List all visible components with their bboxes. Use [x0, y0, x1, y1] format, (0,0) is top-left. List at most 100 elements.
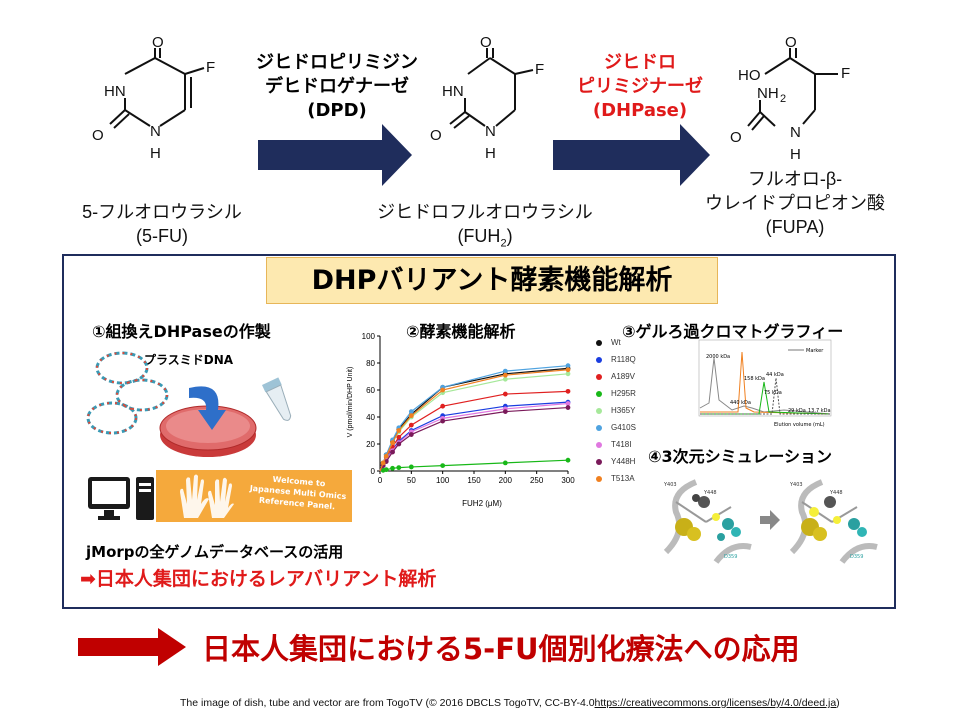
residue-label: Y448	[703, 490, 717, 496]
y-tick-label: 40	[366, 413, 375, 422]
right-arrow-icon	[760, 510, 780, 530]
data-point	[502, 391, 508, 397]
enzyme-dhpase-line2: ピリミジナーゼ	[577, 76, 703, 97]
jmorp-text: jMorpの全ゲノムデータベースの活用	[86, 543, 344, 561]
data-point	[440, 418, 446, 424]
residue-label: D359	[850, 554, 863, 560]
data-point	[408, 432, 414, 437]
atom-h: H	[790, 146, 801, 163]
data-point	[408, 464, 414, 470]
image-credit: The image of dish, tube and vector are f…	[180, 697, 840, 709]
step2-label: ②酵素機能解析	[406, 322, 516, 341]
legend-label: Wt	[611, 338, 621, 347]
legend-item: G410S	[596, 423, 636, 432]
jmorp-banner: Welcome to Japanese Multi Omics Referenc…	[156, 470, 352, 522]
atom-h: H	[150, 145, 161, 162]
atom-h: H	[485, 145, 496, 162]
molecule-fupa	[747, 48, 838, 131]
recombinant-illustration	[86, 351, 292, 457]
data-point	[408, 409, 414, 414]
atom-n: N	[790, 124, 801, 141]
data-point	[408, 413, 414, 419]
credit-text: The image of dish, tube and vector are f…	[180, 697, 595, 709]
step4-label: ④3次元シミュレーション	[648, 447, 833, 466]
compound-name-line2: ウレイドプロピオン酸	[705, 193, 885, 213]
analysis-panel	[62, 254, 896, 609]
legend-item: H295R	[596, 389, 636, 398]
compound-name: ジヒドロフルオロウラシル	[377, 202, 593, 222]
data-point	[565, 371, 571, 377]
data-point	[502, 368, 508, 374]
legend-marker	[596, 441, 602, 448]
enzyme-dpd-line3: (DPD)	[307, 100, 367, 121]
series-H295R	[379, 457, 571, 473]
y-tick-label: 60	[366, 386, 375, 395]
atom-o: O	[92, 127, 104, 144]
data-point	[380, 460, 386, 466]
legend-label: Y448H	[611, 457, 636, 466]
jmorp-banner-text: Welcome to Japanese Multi Omics Referenc…	[243, 471, 353, 513]
data-point	[390, 440, 395, 446]
gel-xlabel: Elution volume (mL)	[774, 422, 825, 428]
legend-marker	[596, 356, 602, 363]
y-tick-label: 80	[366, 359, 375, 368]
legend-item: Wt	[596, 338, 621, 347]
legend-item: Y448H	[596, 457, 635, 466]
atom-o: O	[480, 34, 492, 51]
compound-fupa-caption: フルオロ-β- ウレイドプロピオン酸 (FUPA)	[690, 167, 900, 239]
atom-o: O	[785, 34, 797, 51]
molecule-5fu	[109, 48, 205, 129]
x-tick-label: 100	[436, 476, 450, 485]
computer-icon	[88, 477, 154, 520]
legend-label: T513A	[611, 474, 635, 483]
legend-label: H295R	[611, 389, 636, 398]
x-tick-label: 300	[561, 476, 575, 485]
data-point	[502, 372, 508, 378]
residue-label: Y448	[829, 490, 843, 496]
enzyme-dpd-line2: デヒドロゲナーゼ	[265, 76, 409, 97]
data-point	[440, 403, 446, 409]
compound-fuh2-caption: ジヒドロフルオロウラシル (FUH2)	[370, 200, 600, 256]
data-point	[502, 409, 508, 414]
enzyme-dpd-line1: ジヒドロピリミジン	[256, 52, 418, 73]
legend-item: T513A	[596, 474, 635, 483]
atom-nh2: NH	[757, 85, 779, 102]
series-A189V	[379, 388, 571, 472]
peak-label: 158 kDa	[744, 376, 765, 382]
atom-f: F	[841, 65, 850, 82]
step1-label: ①組換えDHPaseの作製	[92, 322, 271, 341]
legend-marker	[596, 424, 602, 431]
x-tick-label: 150	[467, 476, 481, 485]
data-point	[565, 457, 571, 463]
credit-link[interactable]: https://creativecommons.org/licenses/by/…	[594, 697, 837, 709]
legend-label: T418I	[611, 440, 632, 449]
residue-label: D359	[724, 554, 737, 560]
data-point	[565, 401, 571, 406]
legend-marker	[596, 339, 602, 346]
compound-5fu-caption: 5-フルオロウラシル (5-FU)	[62, 200, 262, 248]
data-point	[565, 367, 571, 373]
atom-o: O	[730, 129, 742, 146]
series-line	[379, 459, 569, 472]
atom-subscript: 2	[780, 93, 786, 105]
panel-title: DHPバリアント酵素機能解析	[266, 257, 718, 304]
y-tick-label: 20	[366, 440, 375, 449]
data-point	[390, 449, 395, 455]
data-point	[383, 467, 389, 473]
chart-xlabel: FUH2 (μM)	[462, 499, 502, 508]
structure-simulation: Y403 Y448 D359 Y403 Y448 D359	[658, 474, 882, 566]
series-line	[379, 373, 569, 472]
legend-marker	[596, 407, 602, 414]
peak-label: 29 kDa	[788, 408, 806, 414]
gel-legend: Marker	[806, 348, 824, 354]
legend-label: R118Q	[611, 355, 636, 364]
compound-abbr: (FUH2)	[370, 224, 600, 256]
residue-label: Y403	[789, 482, 803, 488]
legend-marker	[596, 390, 602, 397]
x-tick-label: 250	[530, 476, 544, 485]
conclusion-arrow	[78, 628, 186, 666]
peak-label: 75 kDa	[764, 390, 782, 396]
legend-item: H365Y	[596, 406, 635, 415]
